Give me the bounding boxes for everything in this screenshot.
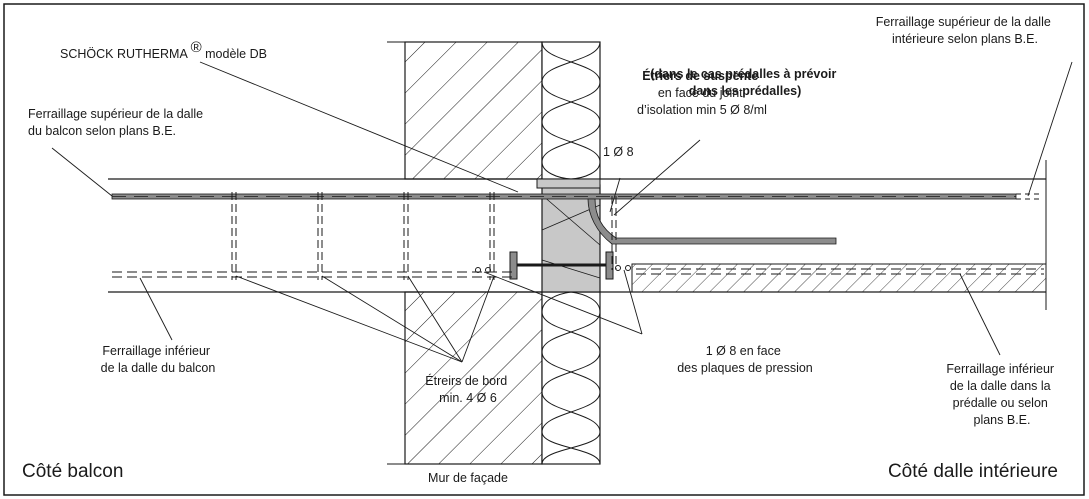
drawing-frame [3, 3, 1085, 496]
edge-stirrups [231, 192, 495, 280]
suspension-stirrups-label: Étriers de suspente en face du joint d’i… [637, 68, 767, 117]
bar-1d8-pressure-label: 1 Ø 8 en face des plaques de pression [677, 344, 813, 375]
bottom-bar-balcony-label: Ferraillage inférieur de la dalle du bal… [101, 344, 216, 375]
predalle-note-label: (dans le cas prédalles à prévoir dans le… [650, 67, 840, 98]
product-mark: ® [191, 39, 202, 56]
leader-lines [51, 61, 1073, 363]
interior-slab [600, 160, 1047, 310]
product-name-label: SCHÖCK RUTHERMA ® modèle DB [60, 39, 267, 61]
facade-wall [387, 41, 543, 465]
bar-1d8-label: 1 Ø 8 [603, 145, 634, 159]
predalle [631, 263, 1047, 293]
balcony-slab [108, 178, 542, 293]
side-balcony-label: Côté balcon [22, 461, 123, 482]
edge-stirrups-label: Étreirs de bord min. 4 Ø 6 [425, 373, 510, 405]
suspension-stirrup [475, 196, 631, 273]
side-interior-label: Côté dalle intérieure [888, 461, 1058, 482]
top-reinforcement [111, 193, 1040, 245]
product-model: modèle DB [205, 47, 267, 61]
thermal-break-element [509, 178, 614, 293]
bottom-reinforcement-interior [636, 268, 1044, 275]
top-bar-interior-label: Ferraillage supérieur de la dalle intéri… [876, 15, 1055, 46]
insulation-layer [541, 41, 601, 465]
facade-wall-label: Mur de façade [428, 471, 508, 485]
bottom-reinforcement-balcony [112, 271, 512, 278]
bottom-bar-interior-label: Ferraillage inférieur de la dalle dans l… [946, 362, 1057, 427]
top-bar-balcony-label: Ferraillage supérieur de la dalle du bal… [28, 107, 207, 138]
product-name: SCHÖCK RUTHERMA [60, 47, 188, 61]
